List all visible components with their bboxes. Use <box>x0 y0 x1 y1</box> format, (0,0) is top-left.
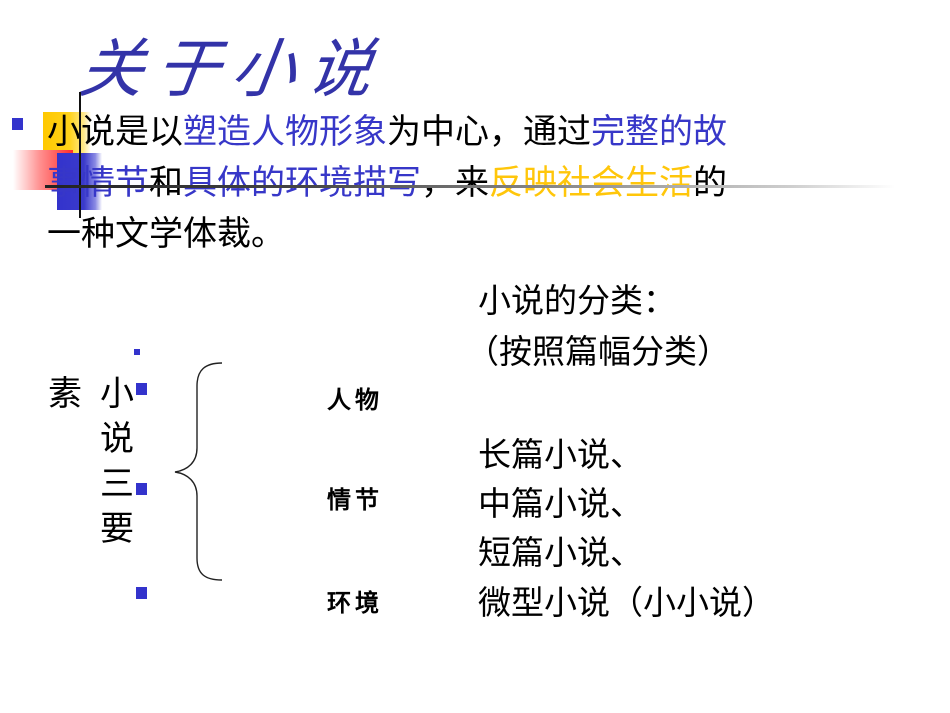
definition-line-1: 小说是以塑造人物形象为中心，通过完整的故 <box>47 107 907 158</box>
classification-item-long: 长篇小说、 <box>478 435 643 474</box>
decorative-horizontal-line <box>45 185 895 188</box>
classification-heading: 小说的分类： <box>478 281 676 320</box>
three-elements-label: 小 说 三 要 <box>97 372 137 552</box>
bullet-square-icon <box>12 118 23 130</box>
bullet-square-icon <box>136 483 147 495</box>
label-char: 三 <box>100 464 134 504</box>
definition-line-2: 事情节和具体的环境描写，来反映社会生活的 <box>47 158 907 209</box>
element-item-setting: 环境 <box>327 589 383 617</box>
curly-brace-icon <box>174 362 223 581</box>
text-normal: 小说是以 <box>47 112 183 152</box>
text-highlight-blue: 完整的故 <box>591 112 727 152</box>
classification-item-short: 短篇小说、 <box>478 533 643 572</box>
bullet-square-icon <box>136 587 147 599</box>
label-char: 要 <box>100 509 134 549</box>
definition-line-3: 一种文学体裁。 <box>47 209 907 260</box>
text-normal: 为中心，通过 <box>387 112 591 152</box>
element-item-plot: 情节 <box>327 486 383 514</box>
label-char: 说 <box>100 419 134 459</box>
classification-subheading: （按照篇幅分类） <box>466 332 730 371</box>
text-highlight-blue: 具体的环境描写 <box>183 163 421 203</box>
three-elements-label-overflow: 素 <box>48 374 82 414</box>
element-item-characters: 人物 <box>327 386 383 414</box>
slide-title: 关于小说 <box>74 33 390 107</box>
classification-item-micro: 微型小说（小小说） <box>478 583 775 622</box>
decorative-vertical-line <box>79 92 81 218</box>
definition-paragraph: 小说是以塑造人物形象为中心，通过完整的故 事情节和具体的环境描写，来反映社会生活… <box>47 107 907 260</box>
classification-item-novella: 中篇小说、 <box>478 484 643 523</box>
text-highlight-blue: 塑造人物形象 <box>183 112 387 152</box>
text-normal: 一种文学体裁。 <box>47 214 285 254</box>
bullet-square-icon <box>136 383 147 395</box>
bullet-small-icon <box>134 349 140 355</box>
text-normal: 的 <box>693 163 727 203</box>
text-normal: ，来 <box>421 163 489 203</box>
text-highlight-blue: 事情节 <box>47 163 149 203</box>
text-highlight-yellow: 反映社会生活 <box>489 163 693 203</box>
label-char: 小 <box>100 374 134 414</box>
text-normal: 和 <box>149 163 183 203</box>
decorative-yellow-square <box>43 112 91 154</box>
